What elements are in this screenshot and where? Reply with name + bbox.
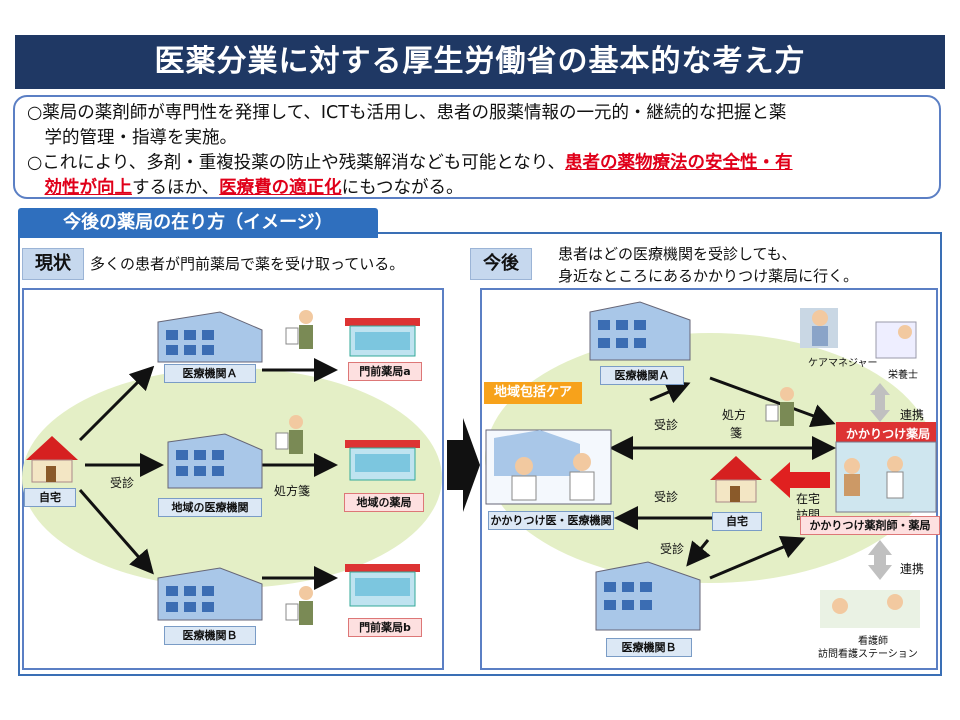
label-visit-current: 受診 (110, 476, 135, 490)
label-home-visit-1: 在宅 (796, 492, 821, 506)
label-dietitian: 栄養士 (888, 370, 918, 381)
summary-line-4: 効性が向上するほか、医療費の適正化にもつながる。 (27, 176, 927, 201)
image-frame (18, 232, 942, 676)
label-care-manager: ケアマネジャー (808, 358, 878, 369)
family-doctor-building (485, 429, 612, 505)
summary-line-4d: にもつながる。 (341, 178, 464, 198)
arrow-b-to-pharmacy-future (709, 535, 806, 580)
label-cooperation-1: 連携 (900, 408, 925, 422)
community-care-badge: 地域包括ケア (484, 382, 582, 404)
label-nursing-station: 訪問看護ステーション (818, 649, 918, 660)
highlight-safety: 患者の薬物療法の安全性・有 (565, 153, 793, 173)
highlight-efficacy: 効性が向上 (44, 178, 133, 198)
pharmacy-a-building (345, 318, 420, 357)
current-tag: 現状 (22, 248, 84, 280)
hospital-a-building (157, 311, 263, 363)
arrow-a-to-pharmacy-future (709, 376, 836, 428)
cooperation-arrow-bottom (868, 540, 892, 580)
label-future-hospital-b: 医療機関Ｂ (606, 638, 692, 657)
dietitian-figure (875, 321, 917, 359)
future-tag: 今後 (470, 248, 532, 280)
kakaritsuke-pharmacy-building (835, 422, 937, 513)
arrow-home-to-future-a (649, 381, 691, 404)
label-visit-1: 受診 (654, 418, 679, 432)
label-future-hospital-a: 医療機関Ａ (600, 366, 684, 385)
summary-line-2: 学的管理・指導を実施。 (27, 128, 237, 148)
current-description: 多くの患者が門前薬局で薬を受け取っている。 (90, 255, 405, 273)
label-hospital-local: 地域の医療機関 (158, 498, 262, 517)
label-home-current: 自宅 (24, 488, 76, 507)
transition-arrow (447, 418, 480, 512)
label-prescription-2: 箋 (730, 426, 743, 440)
patient-figure-b (285, 586, 313, 625)
summary-line-4b: するほか、 (132, 178, 220, 198)
care-manager-figure (800, 308, 838, 348)
summary-line-3a: ○これにより、多剤・重複投薬の防止や残薬解消なども可能となり、 (27, 153, 565, 173)
label-pharmacy-a: 門前薬局a (348, 362, 422, 381)
patient-figure-local (275, 415, 303, 454)
home-icon-future (710, 456, 762, 503)
pharmacy-b-building (345, 564, 420, 607)
label-prescription-current: 処方箋 (274, 484, 311, 498)
pharmacy-local-building (345, 440, 420, 481)
label-home-future: 自宅 (712, 512, 762, 531)
nurse-figure (820, 590, 920, 628)
future-description-2: 身近なところにあるかかりつけ薬局に行く。 (558, 267, 859, 285)
page-title: 医薬分業に対する厚生労働省の基本的な考え方 (15, 35, 945, 89)
pharmacy-sign: かかりつけ薬局 (846, 427, 931, 441)
section-tab: 今後の薬局の在り方（イメージ） (18, 208, 378, 238)
future-patient-figure (765, 387, 794, 426)
label-visit-3: 受診 (660, 542, 685, 556)
label-visit-2: 受診 (654, 490, 679, 504)
future-hospital-b-building (595, 561, 701, 631)
label-pharmacy-local: 地域の薬局 (344, 493, 424, 512)
summary-line-3: ○これにより、多剤・重複投薬の防止や残薬解消なども可能となり、患者の薬物療法の安… (27, 151, 927, 176)
label-hospital-a: 医療機関Ａ (164, 364, 256, 383)
label-cooperation-2: 連携 (900, 562, 925, 576)
arrow-home-to-b-future (686, 539, 711, 567)
label-kakaritsuke-pharmacist: かかりつけ薬剤師・薬局 (800, 516, 940, 535)
future-description-1: 患者はどの医療機関を受診しても、 (558, 245, 797, 263)
label-pharmacy-b: 門前薬局b (348, 618, 422, 637)
home-icon-current (26, 436, 78, 483)
hospital-b-building (157, 567, 263, 621)
label-nurse: 看護師 (858, 636, 888, 647)
summary-line-1: ○薬局の薬剤師が専門性を発揮して、ICTも活用し、患者の服薬情報の一元的・継続的… (27, 103, 787, 123)
label-prescription-1: 処方 (722, 408, 747, 422)
highlight-cost: 医療費の適正化 (219, 178, 342, 198)
arrow-home-to-b (78, 489, 154, 575)
future-hospital-a-building (589, 301, 691, 361)
cooperation-arrow-top (870, 383, 890, 422)
label-family-doctor: かかりつけ医・医療機関 (488, 511, 614, 530)
arrow-home-to-a (78, 365, 155, 442)
home-visit-arrow (770, 462, 830, 498)
patient-figure-a (285, 310, 313, 349)
hospital-local-building (167, 433, 263, 489)
summary-box: ○薬局の薬剤師が専門性を発揮して、ICTも活用し、患者の服薬情報の一元的・継続的… (13, 95, 941, 199)
label-hospital-b: 医療機関Ｂ (164, 626, 256, 645)
